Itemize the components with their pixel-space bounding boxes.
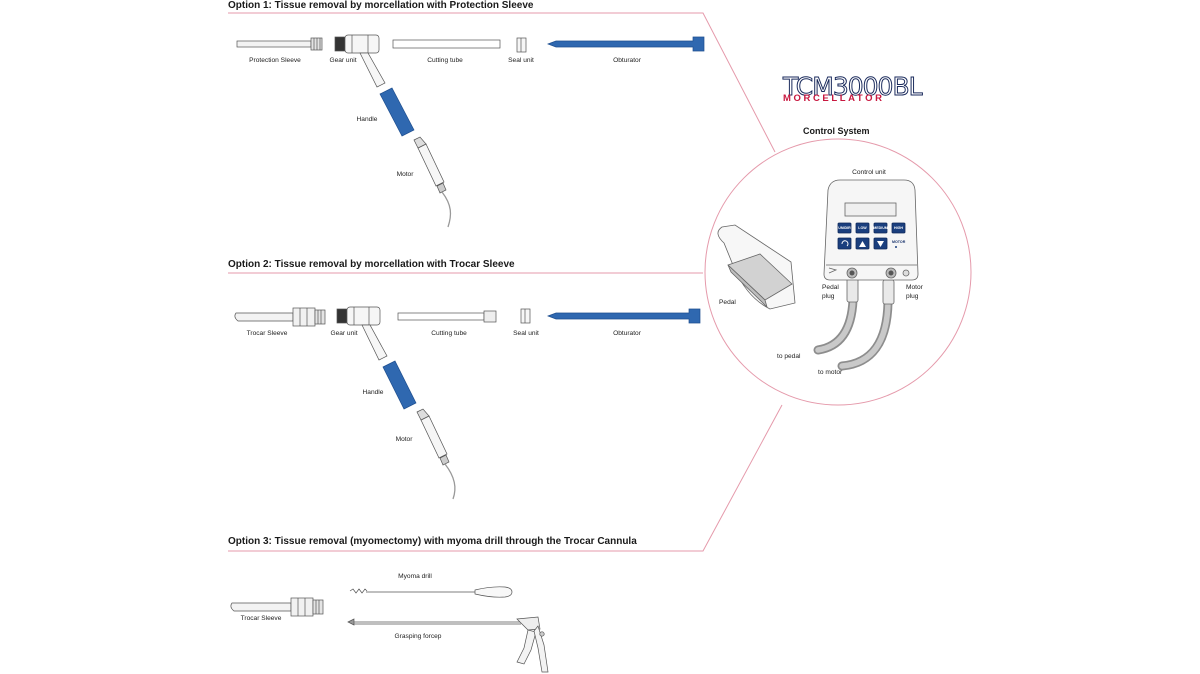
motor-button-label: MOTOR: [892, 240, 906, 244]
motor-label: Motor: [396, 171, 414, 178]
trocar-sleeve-label: Trocar Sleeve: [240, 615, 282, 622]
gear-unit-label: Gear unit: [329, 57, 357, 64]
arrow-down-icon: [877, 241, 884, 247]
pedal: [717, 224, 796, 310]
option2-instruments: [234, 306, 701, 500]
tcm3000bl-logo: TCM3000BL: [783, 72, 924, 101]
pedal-label: Pedal: [719, 299, 736, 306]
power-symbol-icon: [828, 267, 838, 274]
trocar-sleeve-2: [234, 307, 326, 327]
handle-label: Handle: [362, 389, 384, 396]
motor-led: [895, 246, 897, 248]
button-low-label: LOW: [858, 226, 867, 230]
gear-unit-label: Gear unit: [330, 330, 358, 337]
to-motor-label: to motor: [818, 369, 843, 376]
rotate-icon: [841, 240, 849, 247]
option3-heading: Option 3: Tissue removal (myomectomy) wi…: [228, 536, 637, 547]
myoma-drill-label: Myoma drill: [398, 573, 432, 580]
pedal-plug: [846, 277, 859, 303]
divider-lines: [228, 12, 972, 552]
trocar-sleeve-label: Trocar Sleeve: [246, 330, 288, 337]
motor-1: [413, 136, 452, 228]
trocar-sleeve-3: [230, 597, 324, 617]
grasping-forcep-label: Grasping forcep: [394, 633, 442, 640]
option1-instruments: [236, 34, 705, 228]
seal-unit-2: [520, 308, 531, 324]
pedal-plug-label-line1: Pedal: [822, 284, 839, 291]
control-system-circle: [704, 138, 972, 406]
control-unit-label: Control unit: [852, 169, 886, 176]
morcellator-logo-text: MORCELLATOR: [783, 93, 885, 104]
to-pedal-label: to pedal: [777, 353, 801, 360]
motor-plug-label-line2: plug: [906, 293, 919, 300]
gear-unit-2: [336, 306, 388, 361]
motor-2: [416, 408, 456, 500]
myoma-drill: [349, 586, 513, 598]
motor-label: Motor: [395, 436, 413, 443]
gear-unit-1: [334, 34, 386, 88]
option2-heading: Option 2: Tissue removal by morcellation…: [228, 259, 515, 270]
seal-unit-label: Seal unit: [513, 330, 539, 337]
cutting-tube-1: [392, 39, 501, 49]
handle-1: [379, 87, 415, 137]
control-system-art: [717, 179, 919, 371]
button-high[interactable]: [891, 222, 906, 234]
option3-divider: [228, 404, 783, 552]
arrow-up-icon: [859, 241, 866, 247]
option1-heading: Option 1: Tissue removal by morcellation…: [228, 0, 534, 11]
cutting-tube-2: [397, 310, 497, 323]
seal-unit-1: [516, 37, 527, 53]
obturator-label: Obturator: [613, 57, 641, 64]
grasping-forcep: [347, 616, 549, 673]
option1-divider: [228, 12, 776, 153]
cutting-tube-label: Cutting tube: [431, 330, 467, 337]
protection-sleeve: [236, 37, 323, 51]
control-system-title: Control System: [803, 126, 870, 136]
display-window: [844, 202, 897, 217]
option3-instruments: [230, 586, 549, 673]
extra-socket: [902, 269, 910, 277]
rotate-button[interactable]: [837, 237, 852, 250]
motor-plug: [882, 279, 895, 305]
button-unidir[interactable]: [837, 222, 852, 234]
cutting-tube-label: Cutting tube: [427, 57, 463, 64]
button-medium-label: MEDIUM: [873, 226, 888, 230]
button-low[interactable]: [855, 222, 870, 234]
motor-plug-label-line1: Motor: [906, 284, 923, 291]
obturator-label: Obturator: [613, 330, 641, 337]
button-unidir-label: UNIDIR: [838, 226, 851, 230]
pedal-plug-label-line2: plug: [822, 293, 835, 300]
button-medium[interactable]: [873, 222, 888, 234]
protection-sleeve-label: Protection Sleeve: [249, 57, 301, 64]
handle-2: [382, 360, 417, 410]
seal-unit-label: Seal unit: [508, 57, 534, 64]
handle-label: Handle: [356, 116, 378, 123]
button-high-label: HIGH: [894, 226, 903, 230]
obturator-2: [547, 308, 701, 324]
obturator-1: [547, 36, 705, 52]
